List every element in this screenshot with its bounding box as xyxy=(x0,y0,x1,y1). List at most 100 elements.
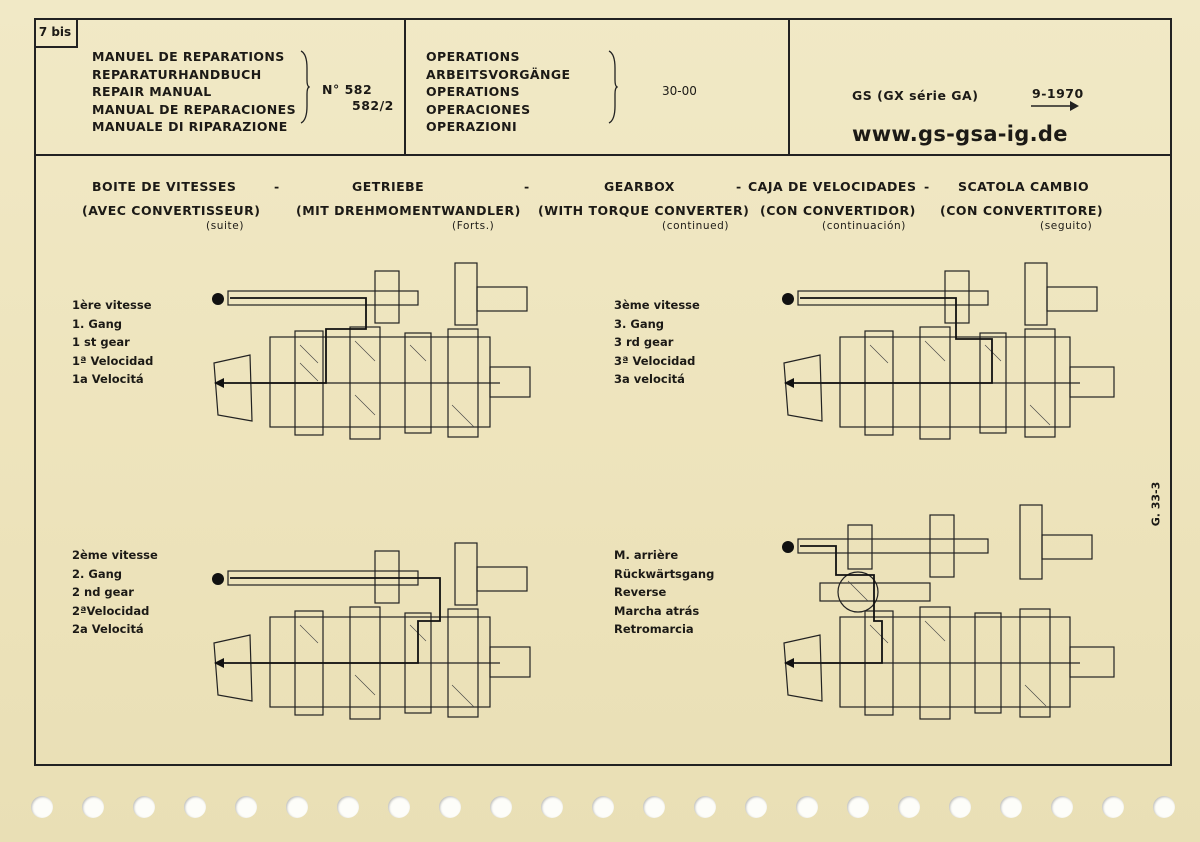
gearbox-diagram-3rd xyxy=(782,262,1115,440)
gear-3-it: 3a velocitá xyxy=(614,372,685,386)
model-label: GS (GX série GA) xyxy=(852,88,979,103)
heading-es-title: CAJA DE VELOCIDADES xyxy=(748,179,917,194)
binder-hole xyxy=(1000,796,1022,818)
heading-it-note: (seguito) xyxy=(1040,220,1093,232)
binder-hole xyxy=(847,796,869,818)
heading-sep-1: - xyxy=(274,179,280,194)
page-tag: 7 bis xyxy=(34,18,78,48)
heading-de-sub: (MIT DREHMOMENTWANDLER) xyxy=(296,203,521,218)
heading-de-title: GETRIEBE xyxy=(352,179,425,194)
gear-r-de: Rückwärtsgang xyxy=(614,566,715,581)
brace-icon xyxy=(608,50,618,124)
operations-de: ARBEITSVORGÄNGE xyxy=(426,66,571,82)
binder-hole xyxy=(184,796,206,818)
gearbox-diagram-1st xyxy=(212,262,531,440)
manual-title-de: REPARATURHANDBUCH xyxy=(92,66,262,82)
gear-2-it: 2a Velocitá xyxy=(72,622,144,636)
header-col-divider-1 xyxy=(404,18,406,156)
page-reference: G. 33-3 xyxy=(1148,481,1164,527)
binder-hole xyxy=(235,796,257,818)
binder-hole xyxy=(592,796,614,818)
heading-fr-note: (suite) xyxy=(206,220,245,232)
header-col-divider-2 xyxy=(788,18,790,156)
gear-1-es: 1ª Velocidad xyxy=(72,353,154,368)
page-reference-label: G. 33-3 xyxy=(1149,481,1163,527)
binder-hole xyxy=(1153,796,1175,818)
operations-titles: OPERATIONS ARBEITSVORGÄNGE OPERATIONS OP… xyxy=(426,48,570,136)
binder-hole xyxy=(1051,796,1073,818)
binder-hole xyxy=(949,796,971,818)
operations-it: OPERAZIONI xyxy=(426,119,518,134)
operations-fr: OPERATIONS xyxy=(426,49,520,64)
binder-hole xyxy=(439,796,461,818)
brace-icon xyxy=(300,50,310,124)
gear-1-en: 1 st gear xyxy=(72,335,130,349)
gearbox-diagram-2nd xyxy=(212,542,531,720)
heading-sep-3: - xyxy=(736,179,742,194)
heading-sep-4: - xyxy=(924,179,930,194)
heading-fr-sub: (AVEC CONVERTISSEUR) xyxy=(82,203,261,218)
date-label: 9-1970 xyxy=(1032,86,1084,101)
gear-1-fr: 1ère vitesse xyxy=(72,298,152,312)
page-frame xyxy=(34,18,1172,766)
gear-2-es: 2ªVelocidad xyxy=(72,603,150,618)
gearbox-diagram-reverse xyxy=(782,504,1115,720)
gear-r-es: Marcha atrás xyxy=(614,603,700,618)
gear-2-de: 2. Gang xyxy=(72,566,122,581)
gear-3-fr: 3ème vitesse xyxy=(614,298,700,312)
binder-hole xyxy=(745,796,767,818)
gear-3-de: 3. Gang xyxy=(614,316,664,331)
binder-hole xyxy=(796,796,818,818)
heading-de-note: (Forts.) xyxy=(452,220,495,232)
operations-es: OPERACIONES xyxy=(426,101,531,117)
heading-fr-title: BOITE DE VITESSES xyxy=(92,179,237,194)
gear-label-2nd: 2ème vitesse 2. Gang 2 nd gear 2ªVelocid… xyxy=(72,546,158,639)
binder-hole xyxy=(337,796,359,818)
website-url: www.gs-gsa-ig.de xyxy=(852,122,1068,146)
manual-title-it: MANUALE DI RIPARAZIONE xyxy=(92,119,288,134)
manual-number: N° 582 xyxy=(322,82,373,97)
gear-2-fr: 2ème vitesse xyxy=(72,548,158,562)
heading-en-note: (continued) xyxy=(662,220,730,232)
manual-titles: MANUEL DE REPARATIONS REPARATURHANDBUCH … xyxy=(92,48,296,136)
operation-code: 30-00 xyxy=(662,84,697,98)
gear-r-fr: M. arrière xyxy=(614,548,679,562)
heading-sep-2: - xyxy=(524,179,530,194)
gear-3-es: 3ª Velocidad xyxy=(614,353,696,368)
gear-label-3rd: 3ème vitesse 3. Gang 3 rd gear 3ª Veloci… xyxy=(614,296,700,389)
binder-hole xyxy=(31,796,53,818)
header-divider xyxy=(34,154,1172,156)
binder-hole xyxy=(1102,796,1124,818)
heading-it-title: SCATOLA CAMBIO xyxy=(958,179,1090,194)
binder-hole xyxy=(82,796,104,818)
arrow-right-icon xyxy=(1031,101,1079,111)
binder-hole xyxy=(541,796,563,818)
heading-en-sub: (WITH TORQUE CONVERTER) xyxy=(538,203,750,218)
gear-3-en: 3 rd gear xyxy=(614,335,674,349)
heading-es-note: (continuación) xyxy=(822,220,906,232)
gear-label-reverse: M. arrière Rückwärtsgang Reverse Marcha … xyxy=(614,546,714,639)
gear-2-en: 2 nd gear xyxy=(72,585,134,599)
manual-title-es: MANUAL DE REPARACIONES xyxy=(92,101,297,117)
manual-number-sub: 582/2 xyxy=(352,98,394,113)
heading-es-sub: (CON CONVERTIDOR) xyxy=(760,203,916,218)
binder-hole xyxy=(898,796,920,818)
binder-hole xyxy=(694,796,716,818)
binder-hole xyxy=(388,796,410,818)
heading-it-sub: (CON CONVERTITORE) xyxy=(940,203,1104,218)
manual-title-en: REPAIR MANUAL xyxy=(92,84,212,99)
manual-title-fr: MANUEL DE REPARATIONS xyxy=(92,49,285,64)
binder-hole xyxy=(643,796,665,818)
binder-hole xyxy=(133,796,155,818)
heading-en-title: GEARBOX xyxy=(604,179,675,194)
gear-1-it: 1a Velocitá xyxy=(72,372,144,386)
gear-r-it: Retromarcia xyxy=(614,622,694,636)
operations-en: OPERATIONS xyxy=(426,84,520,99)
gear-label-1st: 1ère vitesse 1. Gang 1 st gear 1ª Veloci… xyxy=(72,296,153,389)
binder-hole xyxy=(490,796,512,818)
gear-r-en: Reverse xyxy=(614,585,667,599)
gear-1-de: 1. Gang xyxy=(72,316,122,331)
binder-holes xyxy=(0,790,1200,824)
binder-hole xyxy=(286,796,308,818)
